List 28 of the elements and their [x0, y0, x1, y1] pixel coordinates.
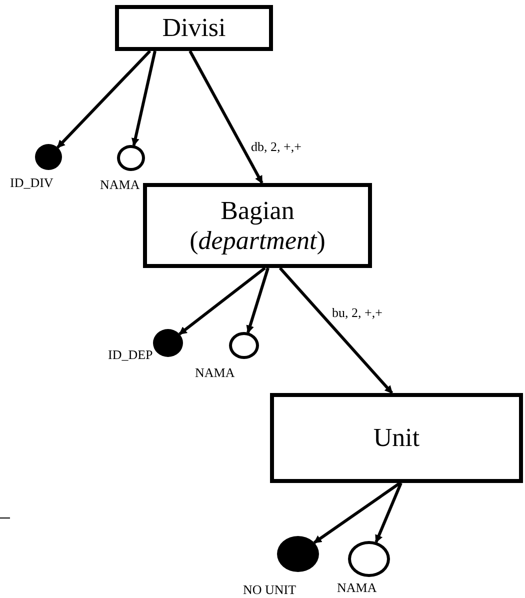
attribute-circle — [229, 332, 259, 359]
edge-label: db, 2, +,+ — [250, 140, 302, 153]
attribute-name: NAMA — [337, 581, 377, 594]
entity-box — [270, 393, 523, 483]
key-attribute-circle — [277, 536, 319, 572]
arrow — [178, 266, 266, 336]
arrow — [313, 482, 401, 544]
attribute-circle — [348, 541, 390, 577]
entity-name: Unit — [373, 423, 420, 453]
attribute-name: ID_DEP — [108, 348, 153, 361]
arrow — [188, 50, 264, 184]
attribute-circle — [117, 145, 145, 171]
attribute-name: ID_DIV — [10, 176, 54, 189]
attribute-name: NAMA — [195, 366, 235, 379]
key-attribute-circle — [153, 329, 183, 357]
arrow — [131, 50, 156, 146]
entity-name: Divisi — [162, 13, 226, 43]
attribute-name: NAMA — [100, 178, 140, 191]
attribute-name: NO UNIT — [243, 583, 296, 596]
entity-name: Bagian (department) — [188, 196, 326, 256]
arrow — [278, 267, 394, 394]
entity-box — [115, 5, 273, 51]
entity-box — [143, 183, 372, 268]
arrow — [374, 482, 402, 543]
edge-label: bu, 2, +,+ — [331, 306, 384, 319]
arrow — [56, 50, 152, 148]
arrow — [246, 268, 270, 334]
key-attribute-circle — [35, 144, 62, 170]
